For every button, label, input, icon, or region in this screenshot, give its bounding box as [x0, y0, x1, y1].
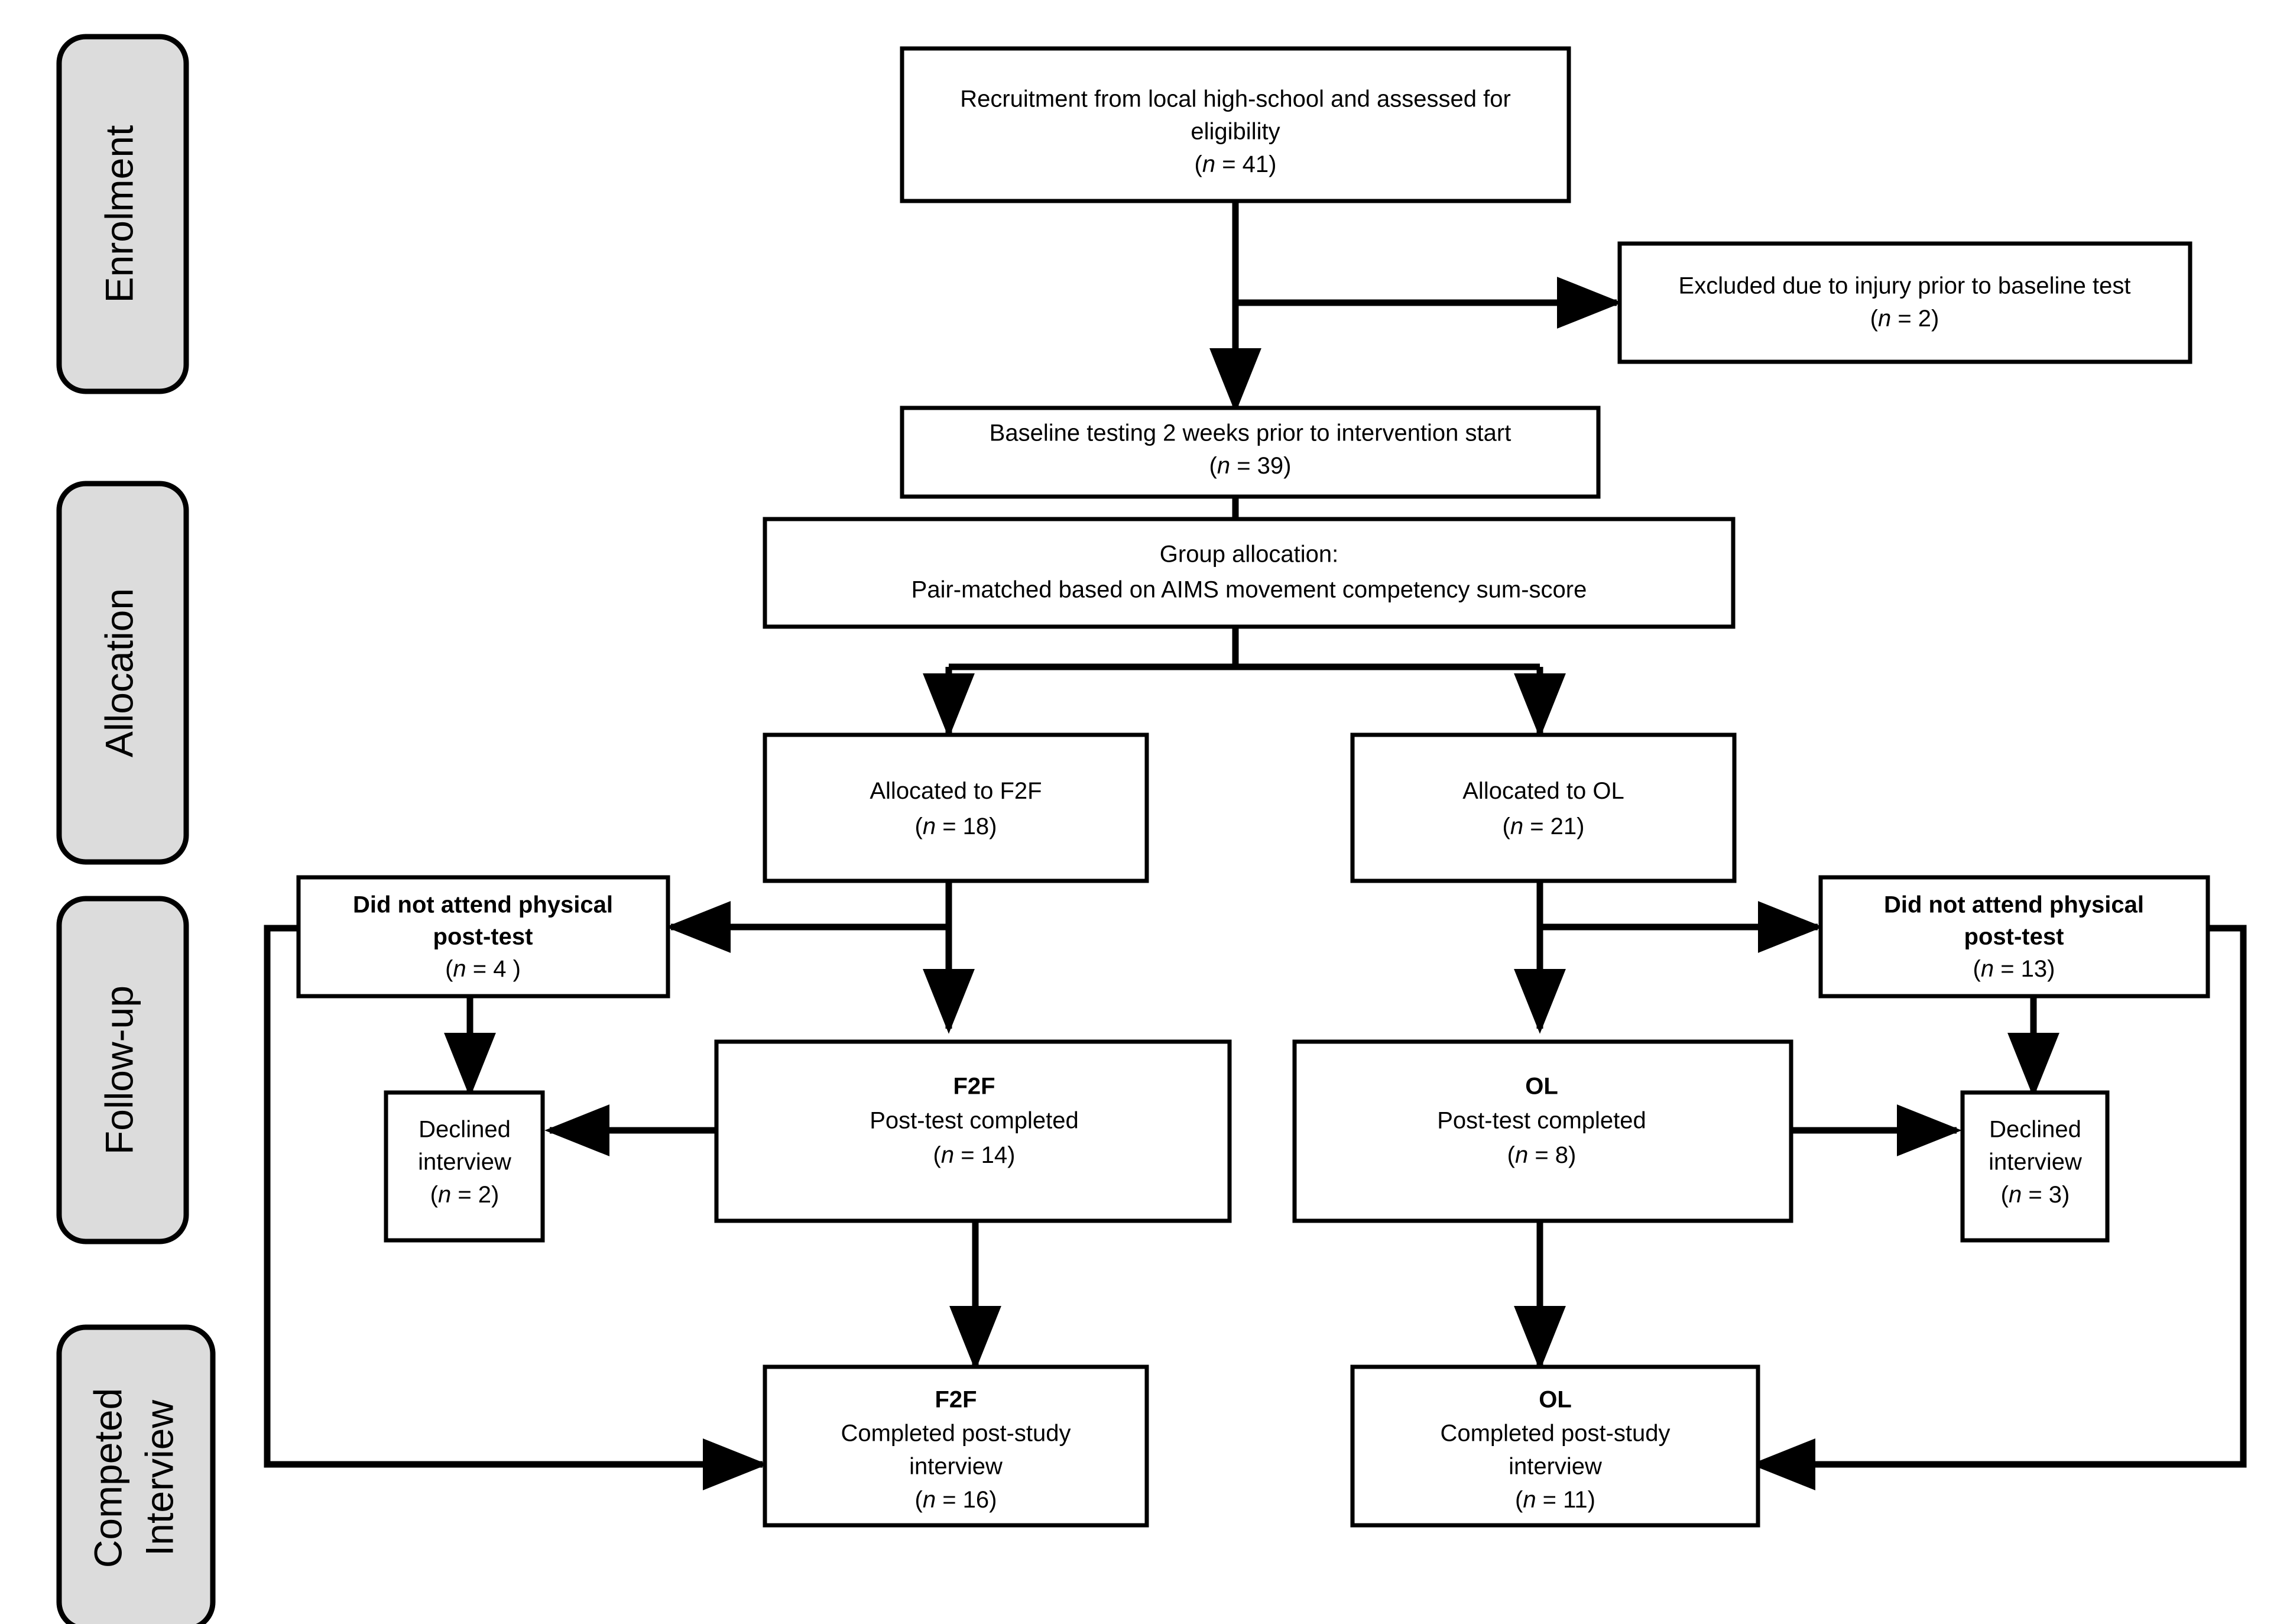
- node-allocated-f2f-group: F2F: [1000, 778, 1042, 804]
- node-no-posttest-f2f-line2: post-test: [433, 924, 533, 950]
- node-excluded-injury-line1: Excluded due to injury prior to baseline…: [1679, 273, 2131, 299]
- node-allocated-ol-group: OL: [1592, 778, 1624, 804]
- node-baseline-testing: Baseline testing 2 weeks prior to interv…: [900, 406, 1601, 499]
- node-interview-ol-line3: interview: [1509, 1454, 1602, 1480]
- node-baseline-testing-line1: Baseline testing 2 weeks prior to interv…: [990, 420, 1511, 446]
- node-no-posttest-ol-line1: Did not attend physical: [1884, 892, 2144, 918]
- node-interview-ol-count: (n = 11): [1515, 1487, 1595, 1513]
- node-no-posttest-ol-line2: post-test: [1964, 924, 2064, 950]
- connector-no-posttest-ol-to-interview: [1750, 925, 2247, 1490]
- node-no-posttest-ol-count: (n = 13): [1973, 956, 2055, 982]
- node-no-posttest-ol-box: [1818, 875, 2210, 999]
- stage-label-allocation: Allocation: [56, 481, 189, 865]
- stage-enrolment-label: Enrolment: [97, 125, 141, 303]
- stage-follow-up-label: Follow-up: [97, 986, 141, 1155]
- node-allocated-f2f: Allocated to F2F (n = 18): [763, 732, 1149, 883]
- node-posttest-f2f-box: [714, 1039, 1232, 1223]
- stage-label-follow-up: Follow-up: [56, 896, 189, 1244]
- node-allocated-f2f-prefix: Allocated to: [870, 778, 1000, 804]
- node-allocated-f2f-count: (n = 18): [915, 813, 997, 839]
- node-declined-ol-line1: Declined: [1989, 1117, 2081, 1143]
- node-allocated-ol-line1: Allocated to OL: [1462, 778, 1624, 804]
- node-interview-f2f-line2: Completed post-study: [841, 1421, 1071, 1447]
- connector-layer: [264, 201, 2247, 1490]
- node-declined-f2f-box: [384, 1090, 545, 1243]
- node-group-allocation-box: [763, 517, 1736, 629]
- stage-label-column: Enrolment Allocation Follow-up Competed …: [56, 34, 216, 1624]
- node-allocated-ol-prefix: Allocated to: [1462, 778, 1592, 804]
- node-declined-ol-count: (n = 3): [2001, 1182, 2070, 1208]
- node-layer: Recruitment from local high-school and a…: [296, 46, 2210, 1528]
- stage-competed-interview-label-line1: Competed: [86, 1388, 129, 1568]
- node-group-allocation-line1: Group allocation:: [1160, 542, 1338, 568]
- node-group-allocation-line2: Pair-matched based on AIMS movement comp…: [912, 577, 1587, 603]
- stage-enrolment-box: [56, 34, 189, 394]
- stage-competed-interview-label-line2: Interview: [137, 1400, 181, 1556]
- node-posttest-f2f-group: F2F: [953, 1074, 995, 1100]
- node-excluded-injury-count: (n = 2): [1870, 306, 1939, 332]
- node-posttest-ol-group: OL: [1525, 1074, 1558, 1100]
- stage-competed-interview-box: [56, 1324, 216, 1624]
- node-posttest-f2f-line2: Post-test completed: [870, 1108, 1079, 1134]
- node-declined-ol-line2: interview: [1989, 1149, 2082, 1175]
- node-declined-f2f: Declined interview (n = 2): [384, 1090, 545, 1243]
- node-excluded-injury-box: [1617, 241, 2192, 364]
- node-recruitment-count: (n = 41): [1195, 151, 1277, 177]
- stage-follow-up-box: [56, 896, 189, 1244]
- connector-no-posttest-f2f-to-interview: [264, 925, 768, 1490]
- node-recruitment: Recruitment from local high-school and a…: [900, 46, 1571, 203]
- node-recruitment-line1: Recruitment from local high-school and a…: [960, 86, 1511, 112]
- node-no-posttest-f2f-line1: Did not attend physical: [353, 892, 613, 918]
- node-allocated-f2f-box: [763, 732, 1149, 883]
- node-recruitment-line2: eligibility: [1191, 119, 1280, 145]
- node-declined-f2f-line1: Declined: [419, 1117, 511, 1143]
- node-posttest-ol: OL Post-test completed (n = 8): [1292, 1039, 1793, 1223]
- node-group-allocation: Group allocation: Pair-matched based on …: [763, 517, 1736, 629]
- node-declined-ol: Declined interview (n = 3): [1960, 1090, 2110, 1243]
- node-interview-ol-line2: Completed post-study: [1440, 1421, 1670, 1447]
- stage-allocation-box: [56, 481, 189, 865]
- stage-allocation-label: Allocation: [97, 588, 141, 757]
- node-declined-ol-box: [1960, 1090, 2110, 1243]
- node-recruitment-box: [900, 46, 1571, 203]
- node-no-posttest-f2f: Did not attend physical post-test (n = 4…: [296, 875, 670, 999]
- node-interview-ol-group: OL: [1539, 1387, 1572, 1413]
- node-declined-f2f-count: (n = 2): [430, 1182, 499, 1208]
- node-posttest-ol-box: [1292, 1039, 1793, 1223]
- node-allocated-ol: Allocated to OL (n = 21): [1350, 732, 1737, 883]
- node-allocated-ol-box: [1350, 732, 1737, 883]
- node-interview-ol-box: [1350, 1364, 1760, 1528]
- node-allocated-f2f-line1: Allocated to F2F: [870, 778, 1042, 804]
- node-interview-f2f-line3: interview: [909, 1454, 1003, 1480]
- node-posttest-ol-line2: Post-test completed: [1437, 1108, 1646, 1134]
- stage-label-competed-interview: Competed Interview: [56, 1324, 216, 1624]
- node-interview-ol: OL Completed post-study interview (n = 1…: [1350, 1364, 1760, 1528]
- node-posttest-ol-count: (n = 8): [1507, 1142, 1577, 1168]
- node-baseline-testing-box: [900, 406, 1601, 499]
- node-no-posttest-f2f-box: [296, 875, 670, 999]
- stage-label-enrolment: Enrolment: [56, 34, 189, 394]
- node-interview-f2f: F2F Completed post-study interview (n = …: [763, 1364, 1149, 1528]
- node-allocated-ol-count: (n = 21): [1503, 813, 1585, 839]
- node-interview-f2f-group: F2F: [935, 1387, 977, 1413]
- node-interview-f2f-box: [763, 1364, 1149, 1528]
- node-interview-f2f-count: (n = 16): [915, 1487, 997, 1513]
- node-no-posttest-ol: Did not attend physical post-test (n = 1…: [1818, 875, 2210, 999]
- node-baseline-testing-count: (n = 39): [1209, 453, 1292, 479]
- node-posttest-f2f: F2F Post-test completed (n = 14): [714, 1039, 1232, 1223]
- node-excluded-injury: Excluded due to injury prior to baseline…: [1617, 241, 2192, 364]
- node-no-posttest-f2f-count: (n = 4 ): [445, 956, 521, 982]
- node-declined-f2f-line2: interview: [418, 1149, 511, 1175]
- node-posttest-f2f-count: (n = 14): [933, 1142, 1016, 1168]
